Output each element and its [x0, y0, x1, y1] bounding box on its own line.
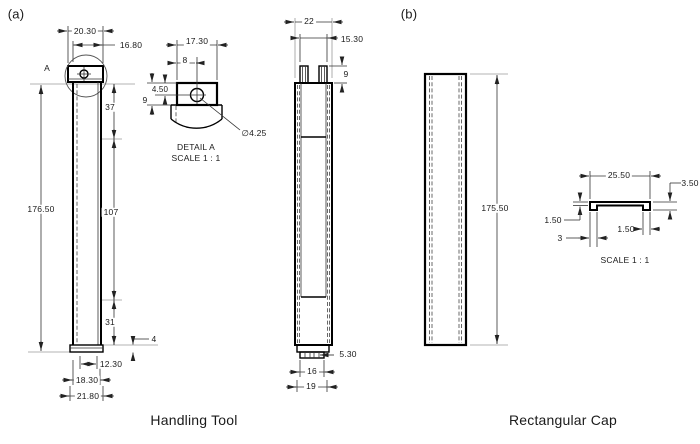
- rectangular-cap-section: [564, 171, 681, 247]
- dim-height-total: 176.50: [25, 203, 57, 214]
- dim-front-width: 22: [302, 15, 316, 26]
- dim-prong-height: 9: [343, 68, 349, 79]
- dim-base-inner-width: 12.30: [97, 358, 125, 369]
- dim-cap-thickness-inner: 1.50: [617, 223, 635, 234]
- dim-detail-hole-diameter: ∅4.25: [241, 127, 267, 138]
- dim-base-width: 21.80: [74, 390, 102, 401]
- dim-cap-lip-width: 3: [557, 232, 563, 243]
- dim-base-mid-width: 18.30: [73, 374, 101, 385]
- dim-len-upper: 37: [103, 101, 117, 112]
- dim-cap-width: 25.50: [605, 169, 633, 180]
- dim-base-height: 4: [151, 333, 157, 344]
- panel-b-label: (b): [400, 6, 418, 22]
- dim-foot-height: 5.30: [339, 348, 357, 359]
- dim-detail-head-width: 17.30: [183, 35, 211, 46]
- dim-detail-head-height: 9: [142, 94, 148, 105]
- detail-a-view: [147, 40, 241, 131]
- dim-foot-inner-width: 16: [305, 365, 319, 376]
- detail-a-title: DETAIL A: [177, 141, 215, 152]
- dim-len-lower: 31: [103, 316, 117, 327]
- handling-tool-front-view: [284, 18, 347, 392]
- dim-detail-hole-depth: 4.50: [149, 85, 171, 94]
- dim-prong-span: 15.30: [340, 33, 364, 44]
- dim-cap-section-height: 3.50: [681, 177, 699, 188]
- dim-cap-thickness-left: 1.50: [544, 214, 562, 225]
- dim-detail-hole-offset: 8: [180, 54, 190, 65]
- caption-handling-tool: Handling Tool: [150, 412, 238, 428]
- handling-tool-side-view: [28, 26, 158, 401]
- dim-foot-width: 19: [304, 380, 318, 391]
- cap-section-scale: SCALE 1 : 1: [600, 254, 650, 265]
- dim-width-top: 20.30: [71, 25, 99, 36]
- caption-rectangular-cap: Rectangular Cap: [508, 412, 618, 428]
- detail-a-scale: SCALE 1 : 1: [171, 152, 221, 163]
- rectangular-cap-view: [423, 72, 508, 347]
- panel-a-label: (a): [7, 6, 25, 22]
- dim-len-middle: 107: [101, 206, 121, 217]
- dim-cap-height: 175.50: [479, 202, 511, 213]
- detail-marker-label: A: [44, 62, 50, 73]
- dim-width-body: 16.80: [117, 39, 145, 50]
